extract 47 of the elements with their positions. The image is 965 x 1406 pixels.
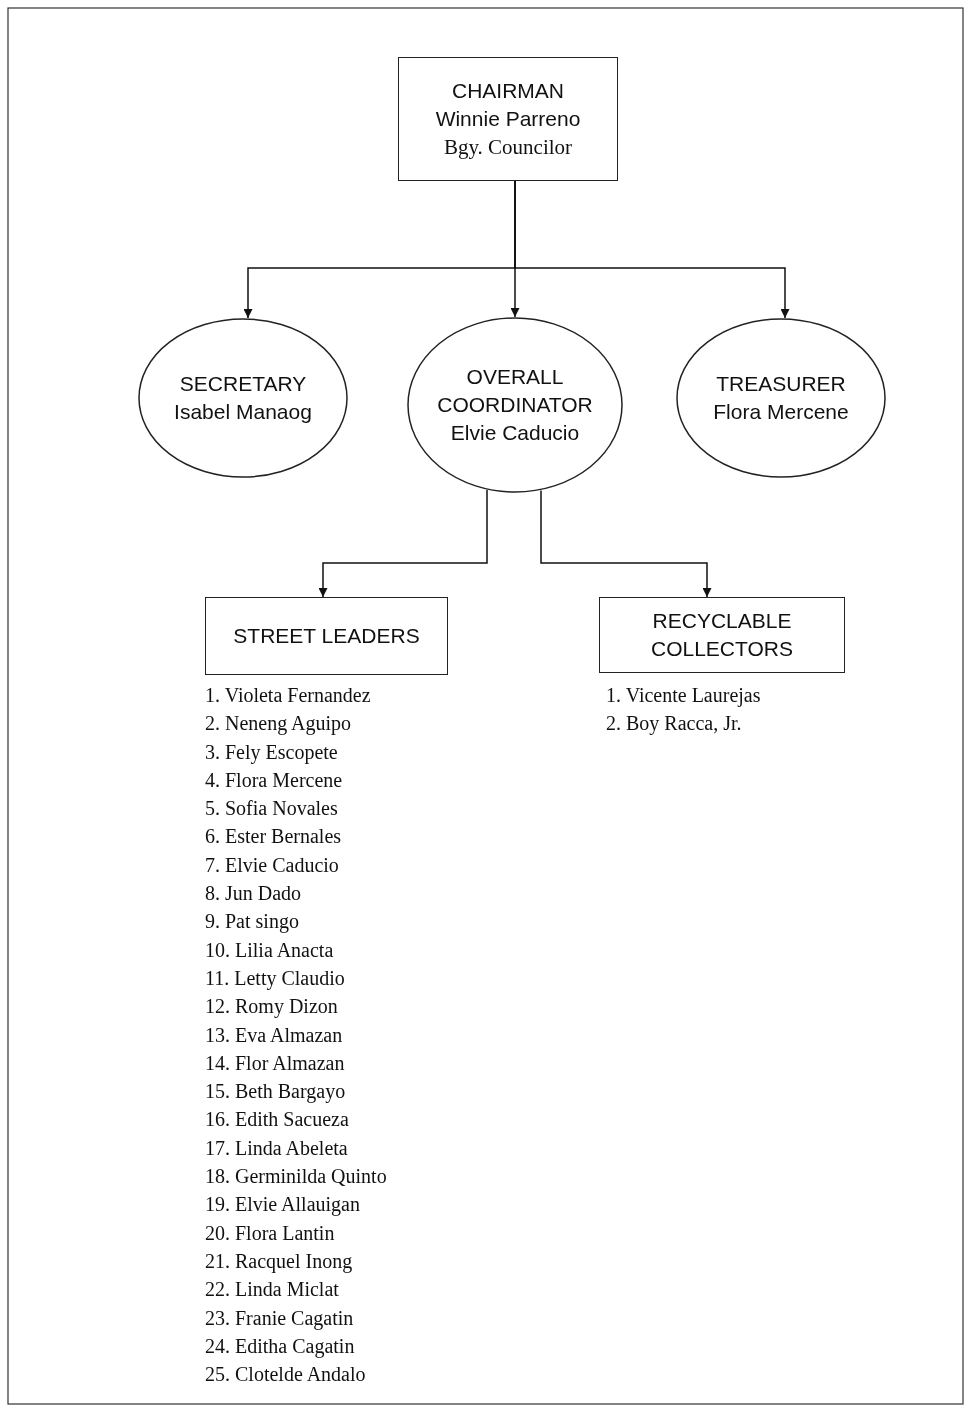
member-list-item: 21. Racquel Inong <box>205 1248 353 1275</box>
member-list-item: 2. Boy Racca, Jr. <box>606 711 742 737</box>
street-leaders-box <box>205 597 448 675</box>
member-list-item: 11. Letty Claudio <box>205 965 345 992</box>
member-list-item: 20. Flora Lantin <box>205 1220 335 1246</box>
member-list-item: 6. Ester Bernales <box>205 824 342 850</box>
coordinator-ellipse <box>407 317 623 493</box>
role-title: STREET LEADERS <box>233 623 420 649</box>
role-title: OVERALL COORDINATOR <box>436 364 594 418</box>
secretary-ellipse <box>138 318 348 478</box>
recyclable-collectors-box <box>599 597 845 673</box>
member-list-item: 7. Elvie Caducio <box>205 852 339 878</box>
member-list-item: 24. Editha Cagatin <box>205 1333 355 1360</box>
member-list-item: 10. Lilia Anacta <box>205 937 334 963</box>
connector-arrow <box>514 180 790 319</box>
connector-arrow <box>540 489 712 598</box>
member-list-item: 4. Flora Mercene <box>205 767 343 793</box>
member-list-item: 19. Elvie Allauigan <box>205 1192 360 1218</box>
member-list-item: 13. Eva Almazan <box>205 1022 343 1048</box>
member-list-item: 5. Sofia Novales <box>205 796 338 822</box>
person-name: Winnie Parreno <box>435 106 581 132</box>
member-list-item: 18. Germinilda Quinto <box>205 1164 387 1190</box>
person-name: Elvie Caducio <box>450 420 580 446</box>
member-list-item: 22. Linda Miclat <box>205 1277 339 1303</box>
member-list-item: 17. Linda Abeleta <box>205 1135 348 1161</box>
person-name: Isabel Manaog <box>174 399 312 425</box>
member-list-item: 25. Clotelde Andalo <box>205 1362 366 1388</box>
member-list-item: 2. Neneng Aguipo <box>205 711 352 737</box>
role-title: CHAIRMAN <box>452 78 564 104</box>
member-list-item: 12. Romy Dizon <box>205 994 338 1020</box>
member-list-item: 16. Edith Sacueza <box>205 1107 349 1133</box>
connector-arrow <box>318 489 488 598</box>
member-list-item: 23. Franie Cagatin <box>205 1305 354 1332</box>
role-title: TREASURER <box>716 371 846 397</box>
person-name: Flora Mercene <box>713 399 849 425</box>
member-list-item: 3. Fely Escopete <box>205 739 338 766</box>
member-list-item: 1. Violeta Fernandez <box>205 683 371 708</box>
position-text: Bgy. Councilor <box>443 134 573 161</box>
member-list-item: 14. Flor Almazan <box>205 1050 345 1076</box>
member-list-item: 15. Beth Bargayo <box>205 1079 346 1105</box>
role-title: SECRETARY <box>179 371 307 397</box>
chairman-box <box>398 57 618 181</box>
role-title: RECYCLABLE COLLECTORS <box>650 608 794 662</box>
member-list-item: 1. Vicente Laurejas <box>606 683 761 709</box>
treasurer-ellipse <box>676 318 886 478</box>
member-list-item: 9. Pat singo <box>205 909 299 935</box>
member-list-item: 8. Jun Dado <box>205 881 302 907</box>
